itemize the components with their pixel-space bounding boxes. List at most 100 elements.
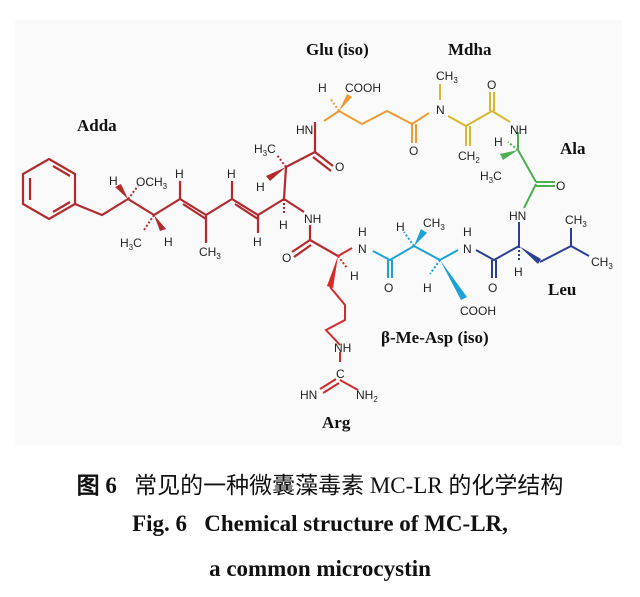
- caption-en-prefix: Fig. 6: [132, 511, 188, 536]
- wedge-bond: [519, 246, 541, 264]
- measp-residue: [372, 244, 459, 278]
- glu-chain: [338, 109, 430, 126]
- arg-double-bond: [319, 378, 337, 390]
- leu-side-chain: [539, 228, 572, 263]
- wedge-bond: [339, 94, 352, 111]
- hash-bond: [127, 185, 139, 200]
- caption-cn-text: 常见的一种微囊藻毒素 MC-LR 的化学结构: [134, 473, 564, 498]
- atom-ch3: CH3: [436, 69, 458, 85]
- atom-h: H: [396, 220, 405, 234]
- glu-residue: [323, 109, 430, 143]
- residue-label-mdha: Mdha: [448, 40, 492, 59]
- arg-bond: [337, 247, 353, 257]
- atom-h: H: [227, 167, 236, 181]
- figure-panel: [15, 20, 622, 446]
- atom-h: H: [494, 135, 503, 149]
- wedge-bond: [154, 215, 166, 231]
- residue-label-leu: Leu: [548, 280, 576, 299]
- atom-h3c: H3C: [480, 169, 502, 185]
- hash-bond: [429, 259, 441, 275]
- atom-o: O: [488, 281, 497, 295]
- wedge-bond: [115, 184, 128, 199]
- hash-bond: [507, 141, 519, 151]
- atom-h: H: [514, 265, 523, 279]
- hash-bonds: [127, 154, 287, 231]
- benzene-ring: [21, 157, 77, 221]
- adda-residue: [21, 122, 339, 258]
- amide-bond: [283, 198, 305, 213]
- wedge-bond: [500, 150, 518, 160]
- hash-bond: [403, 231, 415, 247]
- atom-h: H: [350, 269, 359, 283]
- atom-c: C: [336, 367, 345, 381]
- atom-h: H: [175, 167, 184, 181]
- atom-o: O: [556, 179, 565, 193]
- atom-o: O: [384, 281, 393, 295]
- arg-bond: [339, 379, 359, 391]
- caption-chinese: 图 6 常见的一种微囊藻毒素 MC-LR 的化学结构: [0, 466, 640, 500]
- atom-labels: H OCH3 H H H3C H CH3 H H H3C H NH O HN O…: [109, 69, 613, 404]
- atom-n: N: [436, 103, 445, 117]
- atom-h: H: [253, 235, 262, 249]
- mdha-bond: [465, 110, 493, 127]
- leu-backbone: [475, 245, 520, 262]
- wedge-bond: [414, 229, 427, 246]
- caption-cn-prefix: 图 6: [76, 473, 117, 498]
- ring-double-bond: [52, 165, 71, 177]
- atom-h: H: [256, 180, 265, 194]
- atom-h: H: [423, 281, 432, 295]
- hash-bonds: [403, 231, 441, 275]
- atom-h: H: [279, 218, 288, 232]
- double-bond: [234, 203, 259, 220]
- hash-bond: [143, 214, 155, 231]
- atom-cooh: COOH: [460, 304, 496, 318]
- atom-nh: NH: [510, 123, 527, 137]
- amide-bond: [309, 239, 339, 257]
- atom-h: H: [463, 225, 472, 239]
- atom-cooh: COOH: [345, 81, 381, 95]
- measp-backbone: [372, 244, 459, 262]
- residue-label-ala: Ala: [560, 139, 586, 158]
- atom-n: N: [358, 242, 367, 256]
- caption-english-line1: Fig. 6 Chemical structure of MC-LR,: [0, 511, 640, 537]
- wedge-bond: [440, 260, 467, 300]
- leu-residue: [475, 222, 590, 278]
- atom-och3: OCH3: [136, 175, 168, 191]
- atom-ch3: CH3: [591, 255, 613, 271]
- residue-label-arg: Arg: [322, 413, 351, 432]
- caption-english-line2: a common microcystin: [209, 556, 431, 581]
- wedge-bond: [327, 256, 338, 288]
- wedge-bond: [266, 167, 286, 181]
- atom-ch3: CH3: [565, 213, 587, 229]
- atom-o: O: [409, 144, 418, 158]
- hash-bond: [276, 154, 287, 168]
- residue-label-adda: Adda: [77, 116, 117, 135]
- atom-h3c: H3C: [254, 142, 276, 158]
- atom-n: N: [463, 242, 472, 256]
- atom-hn: HN: [300, 388, 317, 402]
- carbonyl-bond: [314, 151, 334, 167]
- residue-label-glu: Glu (iso): [306, 40, 369, 59]
- mdha-bond: [447, 115, 467, 127]
- atom-ch2: CH2: [458, 149, 480, 165]
- atom-h: H: [318, 81, 327, 95]
- ala-residue: [517, 132, 555, 209]
- carbonyl-bond: [312, 156, 332, 172]
- leu-bond: [570, 245, 590, 257]
- mdha-residue: [439, 84, 511, 146]
- carbonyl-bond: [291, 239, 311, 253]
- atom-h: H: [164, 235, 173, 249]
- atom-o: O: [282, 251, 291, 265]
- atom-nh2: NH2: [356, 388, 378, 404]
- ala-bond: [517, 149, 537, 183]
- atom-o: O: [487, 78, 496, 92]
- ring-double-bond: [52, 201, 71, 213]
- hash-bond: [329, 97, 340, 112]
- atom-hn: HN: [509, 209, 526, 223]
- atom-h: H: [109, 174, 118, 188]
- atom-o: O: [335, 160, 344, 174]
- glu-bond: [323, 110, 340, 122]
- arg-double-bond: [322, 382, 340, 394]
- residue-label-measp: β-Me-Asp (iso): [381, 328, 489, 347]
- arg-side-chain: [324, 286, 346, 346]
